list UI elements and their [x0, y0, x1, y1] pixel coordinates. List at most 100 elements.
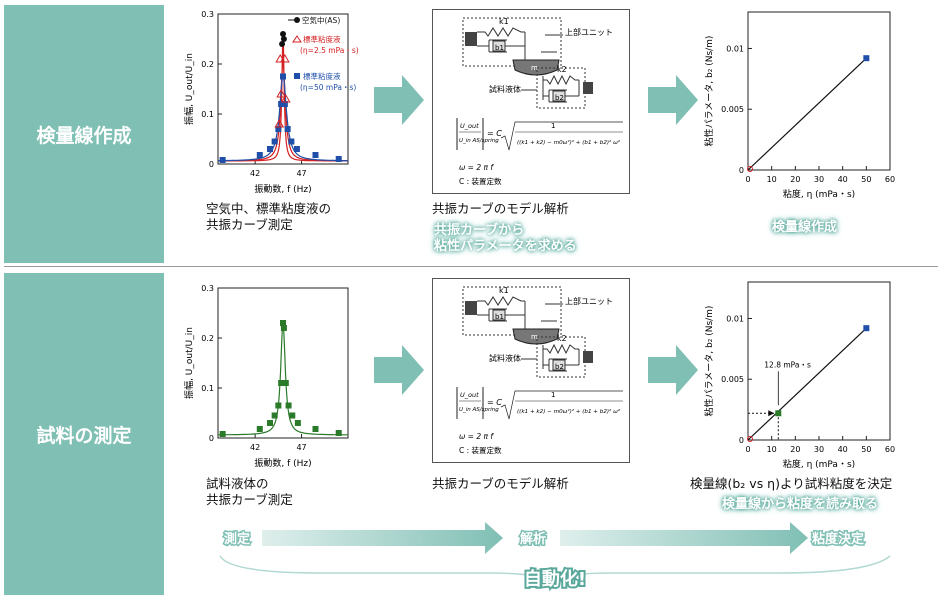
data-point-sample — [294, 420, 301, 426]
c-def: C : 装置定数 — [459, 445, 502, 455]
data-point-sample — [278, 380, 285, 386]
glow-calibration-created: 検量線作成 — [772, 220, 838, 235]
x-tick-label: 60 — [885, 175, 895, 184]
mass-m — [512, 328, 560, 345]
data-point-std2 — [275, 126, 282, 132]
y-axis-label: 振幅, U_out/U_in — [183, 327, 195, 399]
y-tick-label: 0.3 — [201, 10, 214, 19]
data-point-std1 — [279, 53, 290, 63]
data-point-sample — [256, 426, 263, 432]
annot-value: 12.8 mPa・s — [764, 360, 811, 369]
y-tick-label: 0 — [209, 160, 214, 169]
y-tick-label: 0.2 — [201, 60, 214, 69]
legend-std1: 標準粘度液 — [303, 34, 341, 44]
x-axis-label: 粘度, η (mPa・s) — [783, 188, 855, 200]
caption-model-analysis-2: 共振カーブのモデル解析 — [432, 476, 569, 491]
y-tick-label: 0.005 — [721, 105, 744, 114]
data-point-air — [280, 31, 286, 37]
eq-c: = C — [487, 398, 502, 407]
damper-b1 — [477, 308, 525, 322]
calibration-label-text: 検量線作成 — [36, 124, 132, 147]
label-b2: b2 — [555, 363, 564, 371]
data-point-sample — [289, 412, 296, 419]
top-unit-box — [462, 286, 562, 336]
data-point-std1 — [275, 53, 286, 63]
data-point-std2 — [278, 101, 285, 107]
flow-brace — [219, 555, 891, 581]
label-k2: k2 — [557, 334, 567, 343]
data-point-sample — [219, 431, 226, 437]
caption-line-1: 空気中、標準粘度液の — [206, 201, 332, 216]
data-point-std2 — [281, 101, 288, 107]
data-point-origin — [747, 436, 753, 442]
eq-sqrt — [500, 390, 623, 420]
eq-den-in: U_in AS/spring — [459, 138, 499, 144]
label-k1: k1 — [499, 286, 509, 295]
caption-determine-viscosity: 検量線(b₂ vs η)より試料粘度を決定 — [690, 476, 893, 491]
x-tick-label: 40 — [838, 445, 848, 454]
eq-one: 1 — [551, 391, 555, 399]
label-m: m — [531, 64, 538, 72]
data-point-air — [279, 41, 286, 47]
eq-den: ((k1 + k2) − m0ω²)² + (b1 + b2)² ω² — [517, 139, 621, 146]
caption-line-2: 共振カーブ測定 — [206, 217, 293, 232]
flow-arrow-segment-2 — [560, 522, 808, 554]
legend-marker-air — [294, 17, 300, 23]
label-k1: k1 — [499, 17, 509, 26]
flow-arrow-4 — [648, 345, 698, 395]
data-point-std2 — [293, 146, 300, 152]
fixed-block-right — [583, 82, 593, 94]
legend-std2-sub: (η=50 mPa・s) — [300, 83, 356, 92]
y-tick-label: 0.01 — [726, 44, 744, 53]
data-point-std1 — [280, 93, 291, 103]
eq-den-in: U_in AS/spring — [459, 407, 499, 413]
data-point-50 — [863, 55, 870, 62]
data-point-std2 — [280, 73, 286, 80]
legend-air: 空気中(AS) — [302, 15, 340, 25]
damper-b2-box — [552, 359, 566, 371]
data-point-std2 — [312, 152, 319, 158]
legend-std2: 標準粘度液 — [303, 71, 341, 81]
flow-arrow-segment-1 — [262, 522, 503, 554]
y-axis-label: 粘性パラメータ, b₂ (Ns/m) — [703, 306, 715, 417]
damper-b1-box — [492, 309, 506, 321]
mass-m — [512, 59, 560, 76]
x-tick-label: 20 — [790, 445, 800, 454]
data-point-sample — [280, 320, 286, 326]
automation-label: 自動化! — [524, 568, 586, 590]
top-unit-box — [462, 17, 562, 67]
data-point-sample — [275, 402, 282, 409]
eq-sqrt — [500, 121, 623, 151]
data-point-sample — [267, 420, 273, 426]
c-def: C : 装置定数 — [459, 176, 502, 186]
legend-marker-std2 — [294, 73, 300, 79]
label-m: m — [531, 333, 538, 341]
y-tick-label: 0 — [739, 436, 744, 445]
arrow-head — [768, 410, 775, 417]
legend-std1-sub: (η=2.5 mPa・s) — [300, 46, 358, 55]
y-tick-label: 0.3 — [201, 284, 214, 293]
eq-c: = C — [487, 129, 502, 138]
spring-k1 — [477, 296, 525, 306]
damper-b2 — [543, 89, 579, 103]
liquid-label: 試料液体 — [489, 84, 521, 94]
plot-frame — [217, 287, 349, 439]
data-point-std1 — [276, 88, 287, 98]
flow-arrow-1 — [374, 75, 424, 125]
x-tick-label: 50 — [861, 175, 871, 184]
flow-step-measure: 測定 — [224, 531, 250, 547]
section-label-measurement: 試料の測定 — [4, 273, 164, 595]
data-point-sample — [312, 426, 319, 432]
data-point-std1 — [274, 118, 285, 128]
eq-num-out: U_out — [460, 122, 479, 130]
data-point-sample — [775, 410, 782, 417]
measurement-label-text: 試料の測定 — [36, 424, 132, 447]
damper-b2 — [543, 358, 579, 372]
fixed-block-right — [583, 351, 593, 363]
x-axis-label: 粘度, η (mPa・s) — [783, 458, 855, 470]
x-tick-label: 30 — [814, 445, 824, 454]
data-point-sample — [282, 380, 289, 386]
